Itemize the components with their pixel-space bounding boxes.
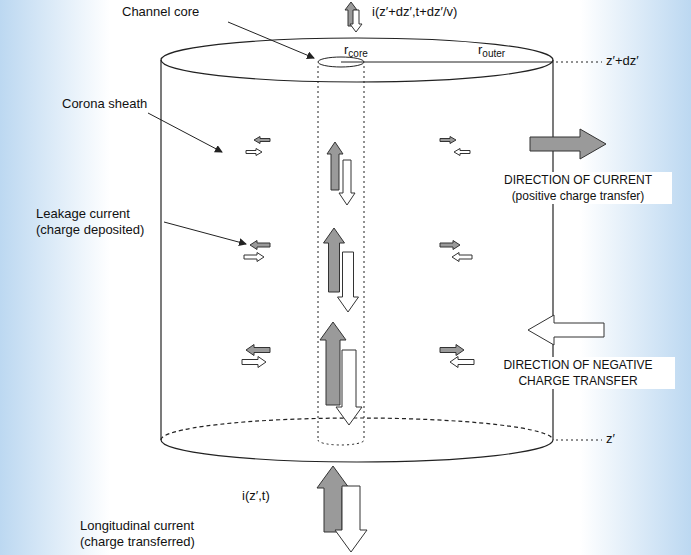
current-arrow: [327, 142, 343, 190]
legend-negative-arrow: [528, 315, 604, 345]
leader-line: [164, 222, 246, 244]
radius-label: router: [478, 42, 505, 58]
leakage-arrow: [440, 137, 456, 144]
block-arrows: [242, 2, 606, 552]
current-label: i(z′,t): [242, 488, 270, 504]
corona-sheath-cylinder: [161, 38, 553, 462]
negative-charge-arrow: [339, 160, 355, 205]
leakage-arrow: [454, 149, 470, 156]
leakage-arrow: [440, 345, 464, 356]
height-label: z′: [606, 431, 615, 447]
level-line: [556, 440, 602, 441]
current-label: i(z′+dz′,t+dz′/v): [372, 4, 457, 20]
leakage-arrow: [242, 357, 266, 368]
callout-label: Leakage current (charge deposited): [36, 206, 168, 238]
height-label: z′+dz′: [606, 53, 639, 69]
leakage-arrow: [254, 137, 270, 144]
leakage-arrow: [246, 345, 270, 356]
negative-charge-arrow: [335, 486, 367, 552]
callout-label: Corona sheath: [62, 96, 147, 112]
callout-label: Longitudinal current (charge transferred…: [80, 518, 232, 550]
legend-current-arrow: [530, 129, 606, 159]
leakage-arrow: [246, 149, 262, 156]
channel-core: [318, 57, 364, 445]
radius-line: [341, 62, 553, 63]
negative-charge-arrow: [350, 10, 362, 32]
leader-line: [228, 22, 314, 58]
current-arrow: [324, 228, 345, 292]
leader-line: [148, 113, 222, 152]
negative-charge-arrow: [336, 350, 362, 425]
callout-label: Channel core: [122, 4, 199, 20]
legend-text: DIRECTION OF CURRENT (positive charge tr…: [484, 172, 672, 204]
leakage-arrow: [450, 357, 474, 368]
radius-label: rcore: [344, 42, 368, 58]
legend-text: DIRECTION OF NEGATIVE CHARGE TRANSFER: [481, 357, 675, 389]
leakage-arrow: [452, 253, 472, 262]
level-line: [556, 62, 602, 63]
negative-charge-arrow: [338, 252, 359, 312]
leakage-arrow: [244, 253, 264, 262]
leakage-arrow: [250, 241, 270, 250]
leakage-arrow: [440, 241, 460, 250]
